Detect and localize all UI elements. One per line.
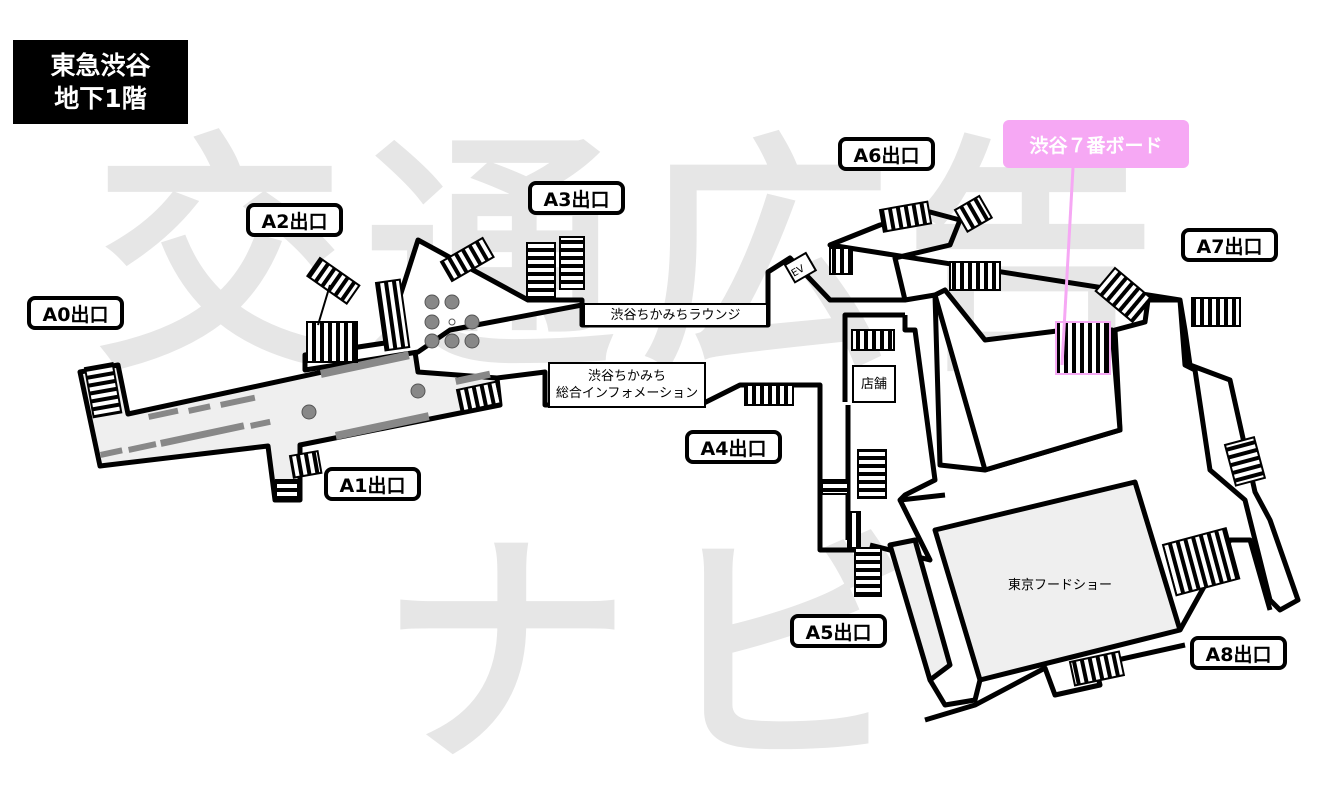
board-pointer bbox=[1060, 167, 1075, 366]
board-location bbox=[1055, 321, 1111, 375]
floor-title-line2: 地下1階 bbox=[54, 84, 147, 113]
food-show-label: 東京フードショー bbox=[1007, 577, 1112, 593]
exit-a1[interactable]: A1出口 bbox=[324, 467, 421, 501]
information-label-line1: 渋谷ちかみち bbox=[587, 369, 666, 384]
shop-label: 店舗 bbox=[852, 365, 896, 403]
a2-pointer bbox=[317, 284, 331, 326]
floor-title: 東急渋谷 地下1階 bbox=[13, 40, 188, 124]
lounge-label: 渋谷ちかみちラウンジ bbox=[583, 303, 768, 327]
exit-a2[interactable]: A2出口 bbox=[246, 203, 343, 237]
exit-a0[interactable]: A0出口 bbox=[27, 296, 124, 330]
board-label[interactable]: 渋谷７番ボード bbox=[1003, 120, 1189, 168]
exit-a4[interactable]: A4出口 bbox=[685, 430, 782, 464]
information-label-line2: 総合インフォメーション bbox=[555, 386, 699, 401]
stairs bbox=[83, 194, 1267, 687]
floor-title-line1: 東急渋谷 bbox=[50, 51, 151, 80]
corridor-bands bbox=[100, 351, 491, 458]
elevator bbox=[783, 251, 818, 284]
information-label: 渋谷ちかみち 総合インフォメーション bbox=[548, 362, 706, 408]
exit-a7[interactable]: A7出口 bbox=[1181, 228, 1278, 262]
watermark-char-5: ナ bbox=[380, 508, 630, 794]
pillars bbox=[301, 294, 480, 420]
exit-a5[interactable]: A5出口 bbox=[790, 614, 887, 648]
exit-a3[interactable]: A3出口 bbox=[528, 181, 625, 215]
exit-a8[interactable]: A8出口 bbox=[1190, 636, 1287, 670]
exit-a6[interactable]: A6出口 bbox=[838, 137, 935, 171]
